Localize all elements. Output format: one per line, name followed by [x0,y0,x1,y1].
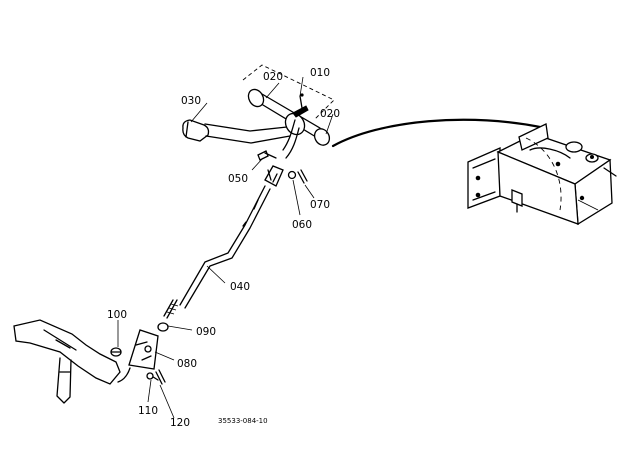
cross-shaft-010 [247,88,331,146]
callout-100: 100 [107,309,127,321]
callout-010: 010 [310,67,330,79]
callout-070: 070 [310,199,330,211]
callout-020-right: 020 [320,108,340,120]
control-cable [331,118,547,148]
upper-clevis [257,119,308,187]
connecting-rod-040 [163,185,271,319]
bracket-assembly [467,123,617,226]
callout-060: 060 [292,219,312,231]
callout-labels: 010 020 020 030 050 070 060 040 090 100 … [107,67,340,429]
shaft-lever-arm [204,123,291,144]
pedal-lever [13,319,131,404]
drawing-code: 35533-084-10 [218,417,268,425]
callout-030: 030 [181,95,201,107]
callout-020-upper: 020 [263,71,283,83]
dashed-group-outline [242,64,335,121]
grip-030 [182,119,210,142]
callout-050: 050 [228,173,248,185]
lower-clevis [128,322,169,385]
callout-080: 080 [177,358,197,370]
callout-090: 090 [196,326,216,338]
callout-040: 040 [230,281,250,293]
leader-lines [117,76,334,419]
callout-120: 120 [170,417,190,429]
callout-110: 110 [138,405,158,417]
